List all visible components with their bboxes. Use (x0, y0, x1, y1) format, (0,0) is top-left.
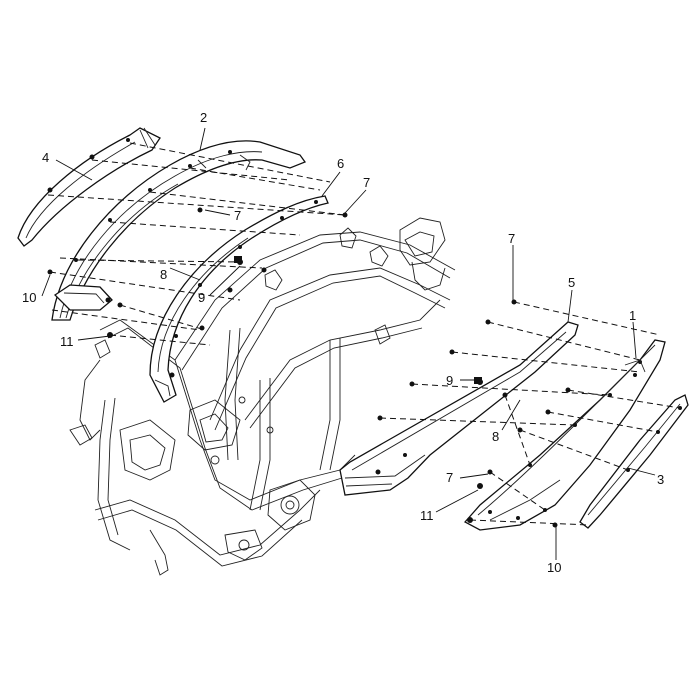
right-projection-lines (379, 301, 681, 526)
part-1-right-side-panel (463, 339, 666, 531)
callout-9-left: 9 (198, 290, 205, 305)
callout-10-left: 10 (22, 290, 36, 305)
callout-7-mid: 7 (234, 208, 241, 223)
callout-2: 2 (200, 110, 207, 125)
callout-7-top: 7 (363, 175, 370, 190)
callout-7-lower: 7 (446, 470, 453, 485)
left-projection-lines (47, 142, 346, 346)
right-fasteners (377, 299, 571, 528)
part-2-upper-side-panel (51, 140, 307, 321)
scooter-frame (69, 217, 456, 576)
callout-6: 6 (337, 156, 344, 171)
callout-3: 3 (657, 472, 664, 487)
part-3-trim-strip (579, 394, 689, 529)
callout-8-right: 8 (492, 429, 499, 444)
callout-4: 4 (42, 150, 49, 165)
callout-1: 1 (629, 308, 636, 323)
callout-leaders (41, 127, 656, 560)
part-4-trim-strip (17, 127, 161, 247)
callout-9-right: 9 (446, 373, 453, 388)
callout-11-right: 11 (420, 508, 434, 523)
part-5-footboard-strip (339, 321, 579, 496)
callout-labels: 2 4 6 7 7 8 9 10 11 7 5 1 9 8 3 7 11 10 (22, 110, 664, 575)
callout-10-right: 10 (547, 560, 561, 575)
callout-8-left: 8 (160, 267, 167, 282)
callout-11-left: 11 (60, 334, 74, 349)
callout-7-right: 7 (508, 231, 515, 246)
part-6-curved-strip (149, 195, 329, 403)
callout-5: 5 (568, 275, 575, 290)
